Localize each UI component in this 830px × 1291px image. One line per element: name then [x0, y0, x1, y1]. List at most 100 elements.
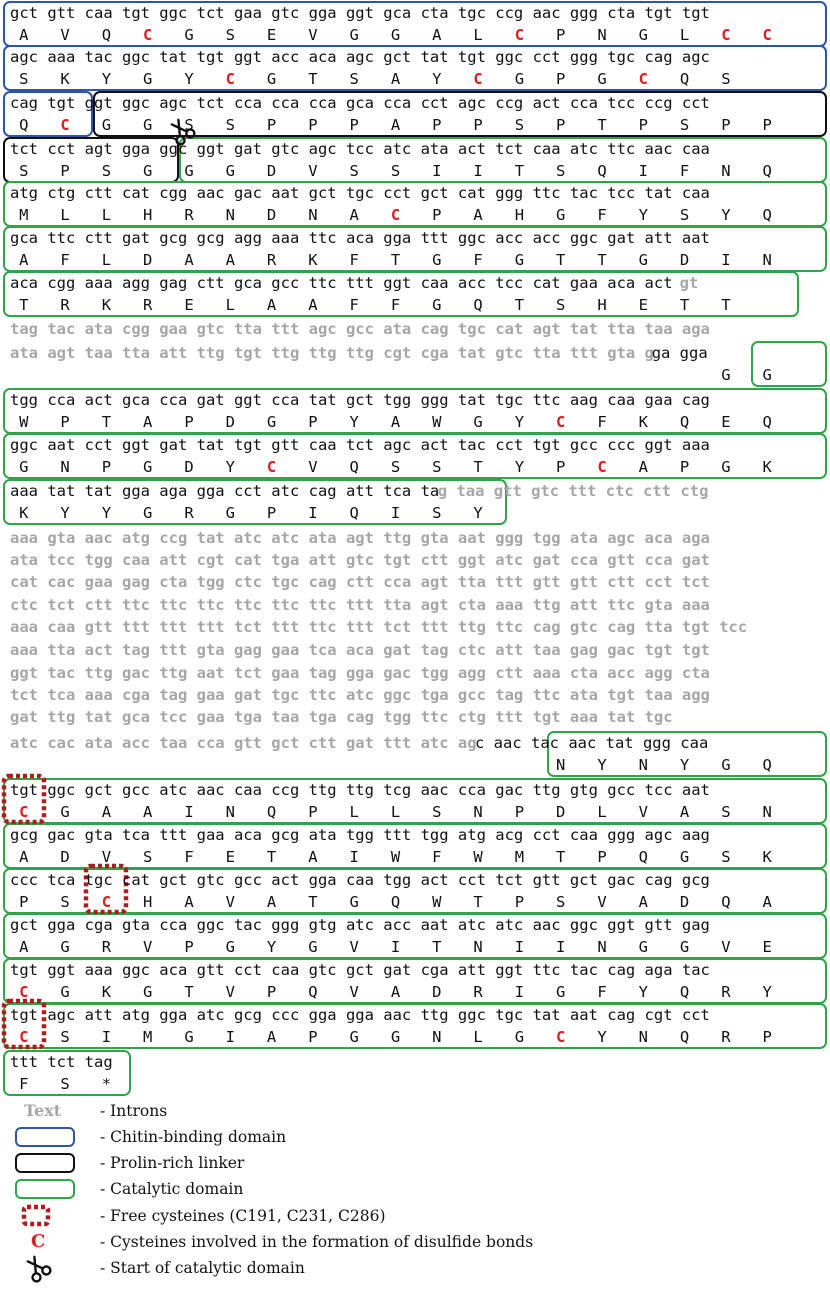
amino-acid: F: [597, 206, 606, 224]
amino-acid: G: [143, 504, 152, 522]
dna-sequence: atg ctg ctt cat cgg aac gac aat gct tgc …: [10, 184, 710, 202]
intron-sequence: cat cac gaa gag cta tgg ctc tgc cag ctt …: [10, 573, 710, 591]
amino-acid: I: [308, 504, 317, 522]
amino-acid: P: [19, 893, 28, 911]
amino-acid: S: [515, 116, 524, 134]
amino-acid: W: [391, 848, 401, 866]
amino-acid: H: [143, 206, 152, 224]
intron-sequence: gt: [680, 274, 699, 292]
amino-acid: L: [60, 206, 69, 224]
amino-acid: S: [350, 70, 359, 88]
amino-acid: T: [556, 848, 565, 866]
amino-acid: R: [143, 296, 153, 314]
amino-acid: A: [763, 893, 773, 911]
amino-acid: G: [515, 251, 524, 269]
amino-acid: K: [763, 458, 773, 476]
legend-label: - Prolin-rich linker: [100, 1154, 245, 1172]
amino-acid: T: [308, 893, 317, 911]
amino-acid: R: [473, 983, 483, 1001]
catalytic-domain-box: [3, 433, 827, 479]
amino-acid: E: [721, 413, 730, 431]
amino-acid: G: [721, 366, 730, 384]
amino-acid: L: [473, 1028, 482, 1046]
amino-acid: K: [102, 296, 112, 314]
cysteine-residue: C: [556, 413, 565, 431]
amino-acid: P: [60, 162, 69, 180]
dna-sequence: agc aaa tac ggc tat tgt ggt acc aca agc …: [10, 48, 710, 66]
amino-acid: A: [19, 848, 29, 866]
amino-acid: G: [19, 458, 28, 476]
amino-acid: G: [143, 116, 152, 134]
dna-sequence: ga gga: [652, 344, 708, 362]
amino-acid: Y: [639, 983, 649, 1001]
amino-acid: A: [391, 413, 401, 431]
domain-boxes: [1, 1, 827, 1096]
amino-acid: G: [226, 504, 235, 522]
amino-acid: P: [556, 70, 565, 88]
amino-acid: Y: [763, 983, 773, 1001]
amino-acid: G: [597, 70, 606, 88]
amino-acid: A: [226, 251, 236, 269]
amino-acid: R: [102, 938, 112, 956]
amino-acid: A: [267, 296, 277, 314]
legend: - Introns- Chitin-binding domain- Prolin…: [15, 1101, 533, 1283]
cysteine-residue: C: [143, 26, 152, 44]
amino-acid: G: [639, 938, 648, 956]
dna-sequence: c aac tac aac tat ggg caa: [475, 734, 708, 752]
amino-acid: G: [473, 413, 482, 431]
amino-acid: Y: [102, 70, 112, 88]
amino-acid: P: [432, 116, 441, 134]
amino-acid: Q: [763, 756, 772, 774]
legend-chitin-swatch: [15, 1127, 75, 1147]
amino-acid: A: [143, 803, 153, 821]
amino-acid: V: [639, 803, 648, 821]
amino-acid: K: [19, 504, 29, 522]
amino-acid: N: [226, 206, 235, 224]
amino-acid: Q: [267, 803, 276, 821]
amino-acid: G: [60, 803, 69, 821]
dna-sequence: cag tgt ggt ggc agc tct cca cca cca gca …: [10, 94, 710, 112]
amino-acid: F: [184, 848, 193, 866]
amino-acid: F: [350, 296, 359, 314]
amino-acid: I: [556, 938, 565, 956]
amino-acid: E: [226, 848, 235, 866]
amino-acid: G: [226, 938, 235, 956]
amino-acid: A: [267, 893, 277, 911]
amino-acid: T: [556, 251, 565, 269]
amino-acid: S: [721, 848, 730, 866]
amino-acid: T: [680, 296, 689, 314]
amino-acid: G: [721, 756, 730, 774]
amino-acid: T: [515, 162, 524, 180]
legend-intron-symbol: Text: [24, 1101, 62, 1120]
amino-acid: G: [226, 162, 235, 180]
dna-sequence: ggc aat cct ggt gat tat tgt gtt caa tct …: [10, 436, 710, 454]
amino-acid: G: [184, 162, 193, 180]
amino-acid: I: [184, 803, 193, 821]
amino-acid: N: [721, 162, 730, 180]
amino-acid: V: [226, 893, 235, 911]
amino-acid: G: [515, 1028, 524, 1046]
amino-acid: E: [184, 296, 193, 314]
amino-acid: N: [556, 756, 565, 774]
amino-acid: D: [432, 983, 441, 1001]
amino-acid: P: [515, 803, 524, 821]
amino-acid: Q: [391, 893, 400, 911]
amino-acid: V: [226, 983, 235, 1001]
dna-sequence: ttt tct tag: [10, 1053, 113, 1071]
amino-acid: P: [680, 458, 689, 476]
amino-acid: S: [432, 504, 441, 522]
amino-acid: Y: [60, 504, 70, 522]
amino-acid: N: [60, 458, 69, 476]
amino-acid: I: [515, 938, 524, 956]
amino-acid: S: [391, 162, 400, 180]
cysteine-residue: C: [473, 70, 482, 88]
amino-acid: T: [473, 893, 482, 911]
amino-acid: G: [184, 1028, 193, 1046]
intron-sequence: ggt tac ttg gac ttg aat tct gaa tag gga …: [10, 664, 710, 682]
amino-acid: Y: [473, 504, 483, 522]
amino-acid: P: [515, 893, 524, 911]
amino-acid: I: [102, 1028, 111, 1046]
cysteine-residue: C: [556, 1028, 565, 1046]
dna-sequence: ccc tca tgc cat gct gtc gcc act gga caa …: [10, 871, 710, 889]
